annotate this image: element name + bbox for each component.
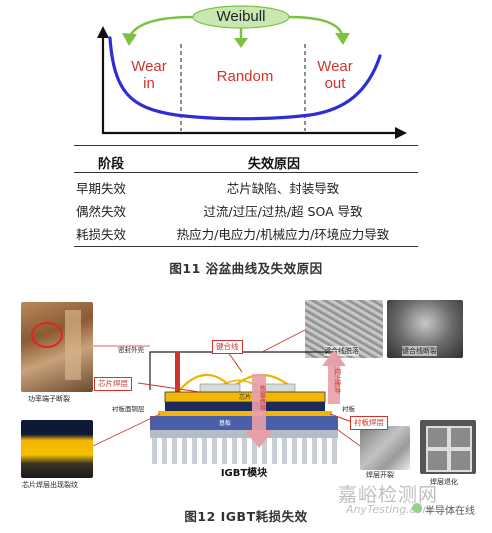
region-label-wear-out: Wear out — [317, 58, 353, 92]
figure-12-caption: 图12 IGBT耗损失效 — [184, 509, 308, 524]
caption-solder-degrade: 焊层退化 — [430, 478, 458, 486]
heat-arrow-up-shaft — [328, 364, 340, 404]
watermark-url: AnyTesting.com — [346, 503, 434, 516]
heat-arrow-down-shaft — [252, 374, 266, 432]
bathtub-curve — [108, 36, 382, 121]
power-terminal — [175, 352, 180, 392]
caption-chip-solder-crack: 芯片焊层出现裂纹 — [22, 481, 78, 489]
callout-leader — [227, 351, 243, 373]
region-label-wear-in: Wear in — [131, 58, 167, 92]
label-heat-down: 热量传导 — [258, 385, 266, 411]
photo-connector — [337, 429, 361, 447]
heatsink — [150, 430, 338, 438]
substrate-layer — [165, 402, 325, 411]
callout-leader — [329, 413, 353, 423]
crack-highlight-ring — [31, 322, 63, 348]
chip — [199, 383, 241, 393]
heatsink-fins — [152, 438, 337, 464]
watermark-wechat: 半导体在线 — [425, 506, 475, 517]
solder-crack-photo — [360, 426, 410, 470]
label-substrate: 衬板 — [342, 405, 355, 413]
label-baseplate: 基板 — [218, 420, 231, 427]
caption-solder-crack: 焊层开裂 — [366, 471, 394, 479]
region-label-random: Random — [216, 68, 274, 85]
label-substrate-metal: 衬板面铜层 — [112, 405, 145, 413]
table-row-cause: 过流/过压/过热/超 SOA 导致 — [203, 204, 363, 219]
photo-connector — [92, 413, 161, 447]
label-heat-up: 向上传导 — [333, 368, 341, 394]
solder-degrade-photo — [420, 420, 476, 474]
table-row-cause: 芯片缺陷、封装导致 — [226, 181, 340, 196]
caption-bond-wire-liftoff: 键合线脱落 — [324, 346, 359, 356]
callout-leader — [137, 382, 201, 393]
callout-bond-wire: 键合线 — [212, 340, 243, 354]
heat-arrow-down-head — [244, 430, 274, 448]
figure-11-caption: 图11 浴盆曲线及失效原因 — [169, 261, 323, 276]
label-chip: 芯片 — [238, 394, 251, 401]
caption-terminal-crack: 功率端子断裂 — [28, 395, 70, 403]
heat-arrow-up-head — [322, 350, 346, 366]
callout-chip-solder: 芯片焊层 — [94, 377, 132, 391]
table-row-stage: 耗损失效 — [76, 227, 127, 242]
baseplate-layer — [150, 416, 338, 430]
table-bottom-rule — [74, 246, 418, 247]
y-axis-arrowhead — [97, 26, 109, 38]
table-header-rule — [74, 172, 418, 173]
module-title: IGBT模块 — [220, 468, 268, 479]
weibull-arrow-right — [288, 15, 344, 35]
label-housing: 密封外壳 — [118, 346, 144, 354]
bathtub-chart — [97, 5, 407, 139]
table-header-cause: 失效原因 — [248, 157, 301, 172]
weibull-arrowhead-center — [234, 38, 248, 48]
table-header-stage: 阶段 — [98, 157, 125, 172]
caption-bond-wire-break: 键合线断裂 — [402, 346, 437, 356]
table-top-rule — [74, 145, 418, 146]
weibull-arrowhead-left — [122, 33, 137, 46]
weibull-arrow-left — [128, 15, 194, 37]
table-row-cause: 热应力/电应力/机械应力/环境应力导致 — [176, 227, 390, 242]
wechat-icon — [412, 503, 422, 513]
table-row-stage: 早期失效 — [76, 181, 127, 196]
substrate-solder-layer — [158, 411, 332, 416]
chip-solder-crack-photo — [21, 420, 93, 478]
x-axis-arrowhead — [395, 127, 407, 139]
watermark-brand: 嘉峪检测网 — [338, 484, 439, 506]
callout-substrate-solder: 衬板焊层 — [350, 416, 388, 430]
table-row-stage: 偶然失效 — [76, 204, 127, 219]
weibull-label: Weibull — [216, 8, 266, 25]
terminal-crack-photo — [21, 302, 93, 392]
photo-connector — [261, 329, 306, 353]
weibull-arrowhead-right — [335, 33, 350, 45]
